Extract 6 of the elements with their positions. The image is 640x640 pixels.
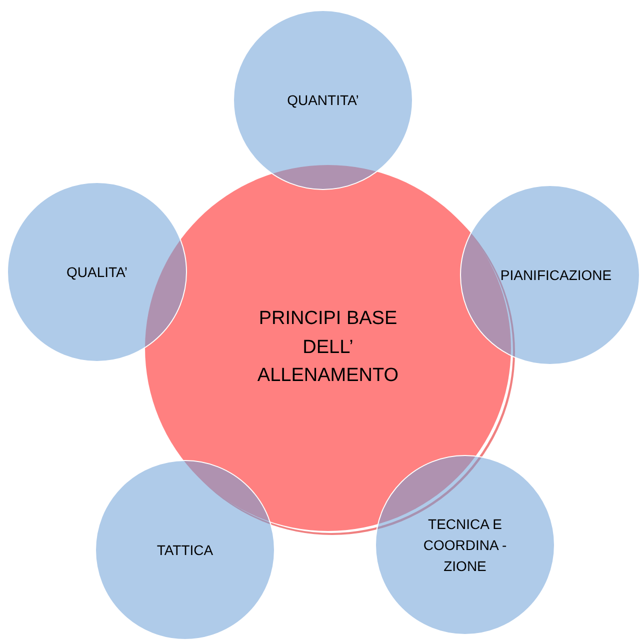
circle-label: QUALITA’: [66, 262, 128, 282]
circle-label: TATTICA: [156, 540, 214, 560]
circle-label: PRINCIPI BASE DELL’ ALLENAMENTO: [256, 307, 400, 388]
circle-label: PIANIFICAZIONE: [500, 266, 612, 284]
circle-label: TECNICA E COORDINA -ZIONE: [422, 514, 508, 576]
circle-label: QUANTITA’: [287, 90, 359, 110]
